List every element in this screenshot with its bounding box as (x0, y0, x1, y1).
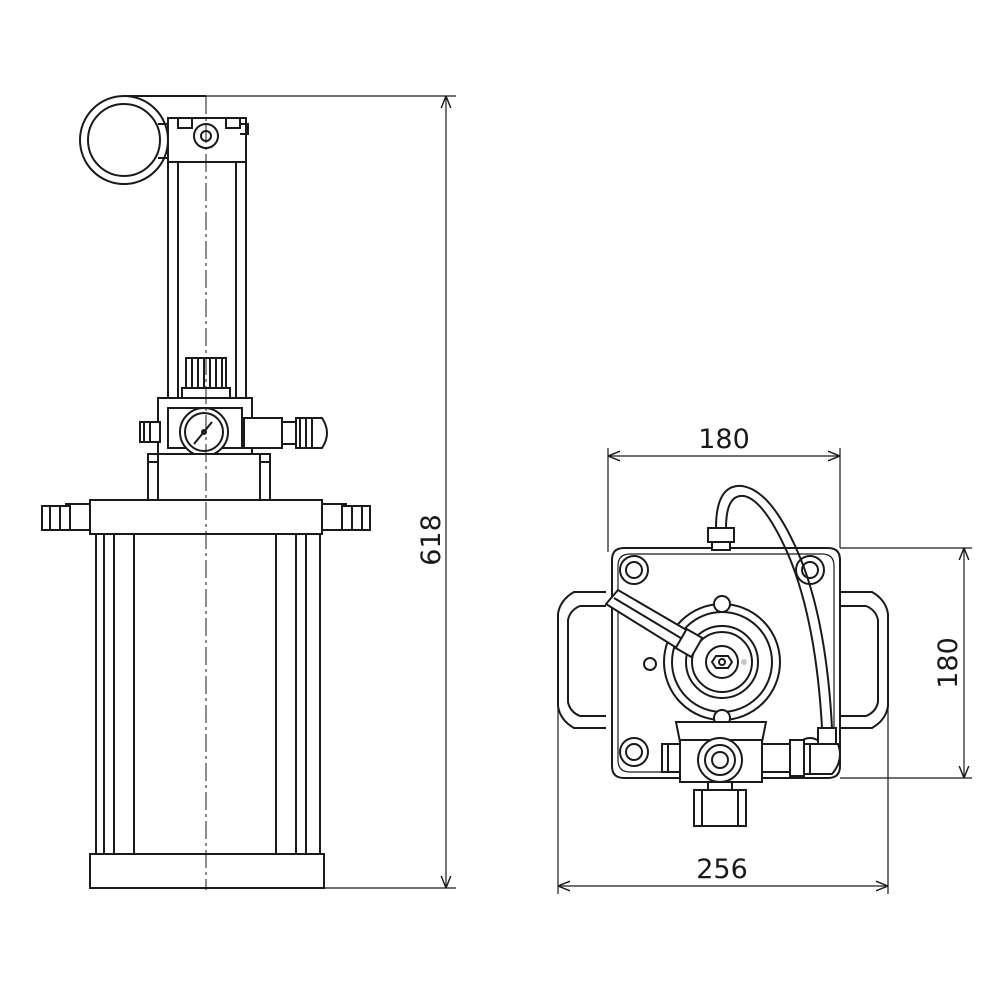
angled-gauge (604, 588, 704, 659)
pump-housing (147, 453, 271, 501)
bottom-regulator (661, 721, 805, 827)
side-view: 618 (41, 95, 456, 890)
dimension-256-label: 256 (696, 854, 748, 885)
top-plate (41, 499, 371, 535)
top-view: 180 180 256 (557, 424, 972, 894)
main-drum (89, 533, 325, 889)
regulator-body (157, 397, 253, 457)
small-hole (643, 657, 657, 671)
dimension-180-right-label: 180 (933, 637, 964, 689)
dimension-618-label: 618 (416, 514, 447, 566)
air-inlet-fitting (139, 421, 161, 443)
dimension-right-height: 180 (840, 547, 972, 779)
side-handles (557, 591, 889, 729)
air-tube (707, 484, 833, 729)
dimension-180-top-label: 180 (698, 424, 750, 455)
top-cap (160, 117, 249, 163)
dimension-top-width: 180 (607, 424, 841, 552)
dimension-height: 618 (206, 95, 456, 889)
dimension-bottom-width: 256 (557, 706, 889, 894)
outlet-fitting (243, 417, 328, 449)
